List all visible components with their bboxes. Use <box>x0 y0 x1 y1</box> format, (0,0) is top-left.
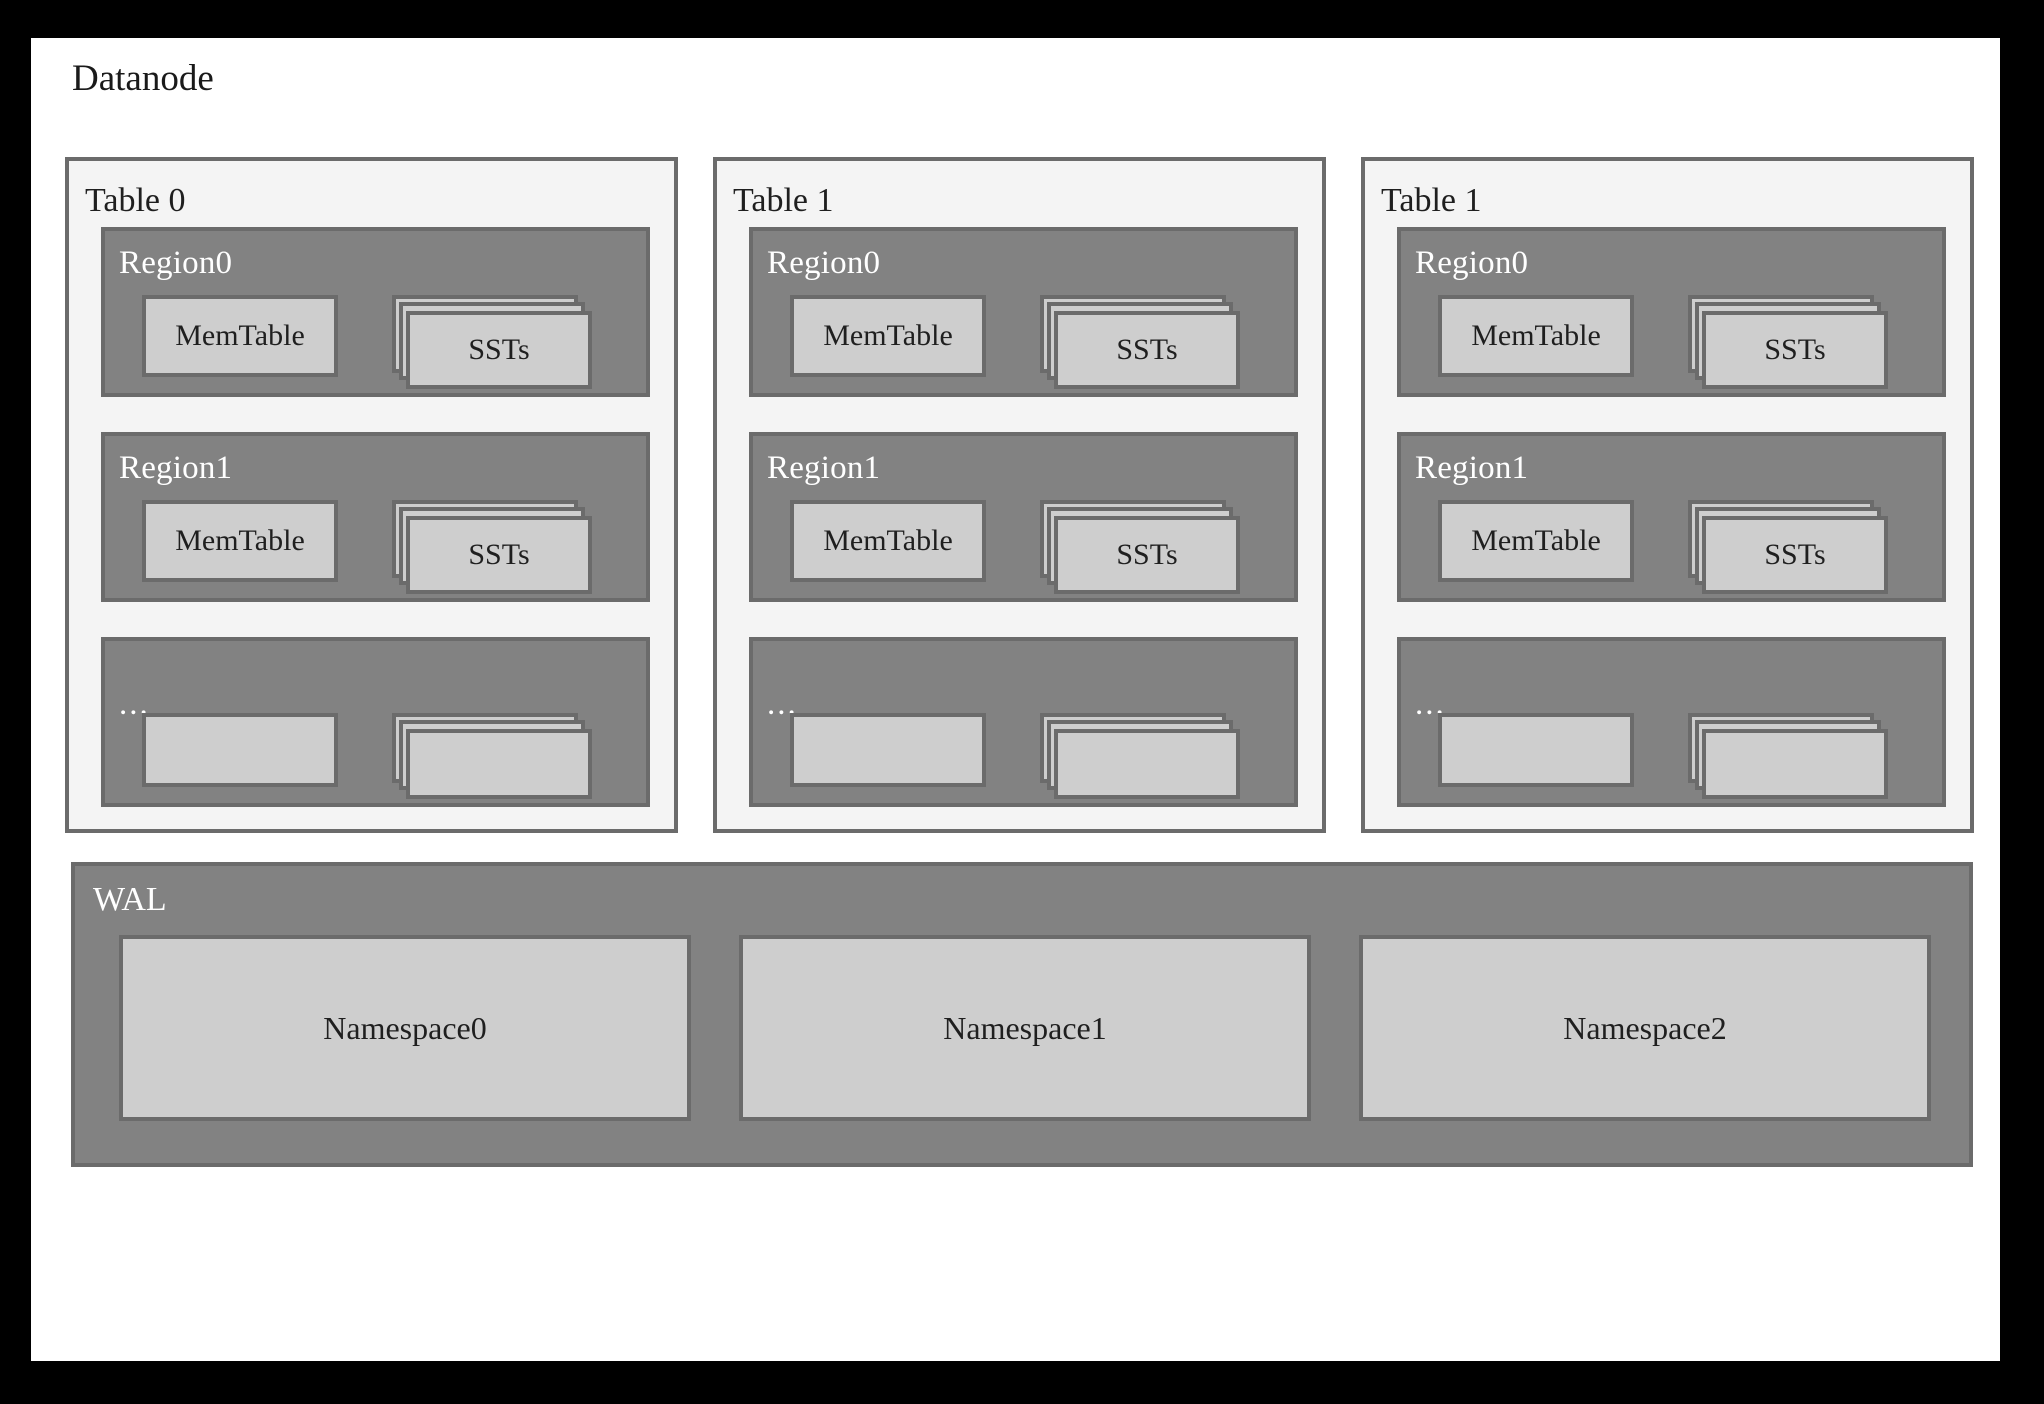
region-row[interactable]: Region1 MemTable SSTs <box>749 432 1298 602</box>
page-title: Datanode <box>72 58 214 99</box>
ssts-stack-placeholder[interactable] <box>1688 713 1888 805</box>
wal-container[interactable]: WAL Namespace0 Namespace1 Namespace2 <box>71 862 1973 1167</box>
namespace-list: Namespace0 Namespace1 Namespace2 <box>119 935 1931 1121</box>
table-container-1[interactable]: Table 1 Region0 MemTable SSTs <box>713 157 1326 833</box>
region-row-more[interactable]: ... <box>101 637 650 807</box>
ssts-stack[interactable]: SSTs <box>392 295 592 391</box>
region-contents: MemTable SSTs <box>1438 500 1922 594</box>
region-label: Region1 <box>1415 450 1529 486</box>
region-contents: MemTable SSTs <box>142 295 626 389</box>
memtable-box-placeholder[interactable] <box>790 713 986 787</box>
table-label: Table 1 <box>733 182 834 219</box>
region-list: Region0 MemTable SSTs Region1 <box>101 227 650 807</box>
memtable-box-placeholder[interactable] <box>142 713 338 787</box>
sst-layer-front[interactable] <box>406 729 592 799</box>
table-container-0[interactable]: Table 0 Region0 MemTable SSTs <box>65 157 678 833</box>
sst-layer-front[interactable]: SSTs <box>1702 311 1888 389</box>
region-row[interactable]: Region0 MemTable SSTs <box>749 227 1298 397</box>
region-row-more[interactable]: ... <box>1397 637 1946 807</box>
memtable-box-placeholder[interactable] <box>1438 713 1634 787</box>
ssts-stack-placeholder[interactable] <box>392 713 592 805</box>
wal-label: WAL <box>93 881 167 918</box>
region-contents: MemTable SSTs <box>790 500 1274 594</box>
memtable-box[interactable]: MemTable <box>1438 295 1634 377</box>
region-contents: MemTable SSTs <box>790 295 1274 389</box>
region-label: Region0 <box>1415 245 1529 281</box>
region-row[interactable]: Region1 MemTable SSTs <box>101 432 650 602</box>
ssts-stack[interactable]: SSTs <box>1688 500 1888 596</box>
ssts-stack[interactable]: SSTs <box>1040 295 1240 391</box>
region-label: Region0 <box>767 245 881 281</box>
namespace-box[interactable]: Namespace1 <box>739 935 1311 1121</box>
memtable-box[interactable]: MemTable <box>790 500 986 582</box>
region-label: Region1 <box>119 450 233 486</box>
sst-layer-front[interactable]: SSTs <box>1054 516 1240 594</box>
namespace-box[interactable]: Namespace0 <box>119 935 691 1121</box>
region-contents: MemTable SSTs <box>1438 295 1922 389</box>
ssts-stack-placeholder[interactable] <box>1040 713 1240 805</box>
region-row[interactable]: Region0 MemTable SSTs <box>1397 227 1946 397</box>
region-contents: MemTable SSTs <box>142 500 626 594</box>
memtable-box[interactable]: MemTable <box>1438 500 1634 582</box>
memtable-box[interactable]: MemTable <box>790 295 986 377</box>
tables-row: Table 0 Region0 MemTable SSTs <box>65 157 1974 833</box>
sst-layer-front[interactable]: SSTs <box>406 516 592 594</box>
table-label: Table 1 <box>1381 182 1482 219</box>
region-row[interactable]: Region1 MemTable SSTs <box>1397 432 1946 602</box>
memtable-box[interactable]: MemTable <box>142 295 338 377</box>
table-label: Table 0 <box>85 182 186 219</box>
region-label: Region0 <box>119 245 233 281</box>
ssts-stack[interactable]: SSTs <box>392 500 592 596</box>
region-list: Region0 MemTable SSTs Region1 <box>749 227 1298 807</box>
sst-layer-front[interactable] <box>1054 729 1240 799</box>
region-row-more[interactable]: ... <box>749 637 1298 807</box>
ssts-stack[interactable]: SSTs <box>1688 295 1888 391</box>
region-row[interactable]: Region0 MemTable SSTs <box>101 227 650 397</box>
region-label: Region1 <box>767 450 881 486</box>
region-contents <box>142 713 626 799</box>
region-contents <box>790 713 1274 799</box>
datanode-canvas: Datanode Table 0 Region0 MemTable SSTs <box>31 38 2000 1361</box>
sst-layer-front[interactable]: SSTs <box>1702 516 1888 594</box>
region-list: Region0 MemTable SSTs Region1 <box>1397 227 1946 807</box>
sst-layer-front[interactable] <box>1702 729 1888 799</box>
table-container-2[interactable]: Table 1 Region0 MemTable SSTs <box>1361 157 1974 833</box>
sst-layer-front[interactable]: SSTs <box>406 311 592 389</box>
ssts-stack[interactable]: SSTs <box>1040 500 1240 596</box>
region-contents <box>1438 713 1922 799</box>
namespace-box[interactable]: Namespace2 <box>1359 935 1931 1121</box>
sst-layer-front[interactable]: SSTs <box>1054 311 1240 389</box>
memtable-box[interactable]: MemTable <box>142 500 338 582</box>
